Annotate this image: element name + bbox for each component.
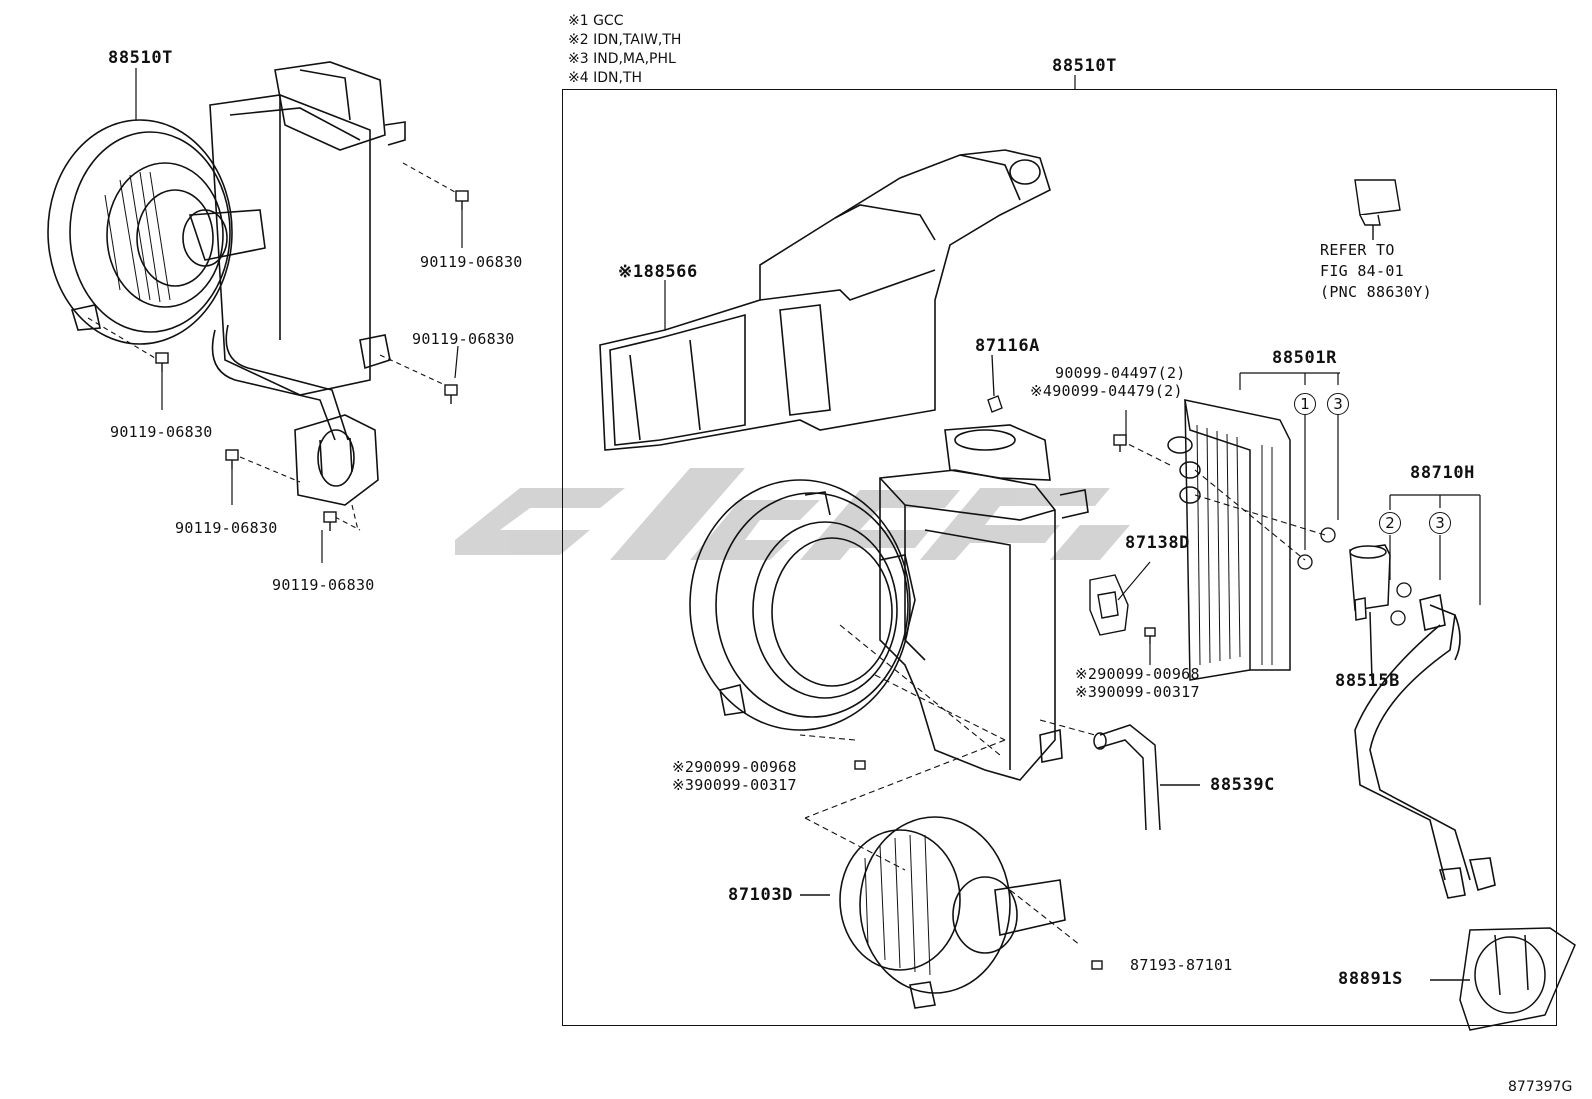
grommet-88891s bbox=[1430, 927, 1576, 1031]
label-heater-core[interactable]: 88501R bbox=[1272, 348, 1338, 368]
drain-hose bbox=[1093, 724, 1200, 831]
heater-case bbox=[879, 424, 1089, 781]
blower-scroll bbox=[689, 479, 916, 731]
clip-87116a bbox=[987, 354, 1003, 413]
label-refer-2: FIG 84-01 bbox=[1320, 262, 1404, 280]
left-leader-lines bbox=[87, 162, 456, 531]
left-label-leaders bbox=[135, 68, 463, 563]
note-3: ※3 IND,MA,PHL bbox=[568, 51, 676, 67]
label-assy-box[interactable]: 88510T bbox=[1052, 56, 1118, 76]
left-bolts bbox=[155, 190, 469, 531]
label-resistor[interactable]: 87138D bbox=[1125, 533, 1191, 553]
label-screw-3a[interactable]: ※390099-00317 bbox=[1075, 683, 1200, 701]
label-clip[interactable]: 87116A bbox=[975, 336, 1041, 356]
label-valve[interactable]: 88515B bbox=[1335, 671, 1401, 691]
label-screw-alt[interactable]: ※490099-04479(2) bbox=[1030, 382, 1183, 400]
label-hose[interactable]: 88539C bbox=[1210, 775, 1276, 795]
label-bolt-d[interactable]: 90119-06830 bbox=[175, 519, 278, 537]
callout-circle-1: 1 bbox=[1294, 393, 1316, 415]
connector-ref bbox=[1354, 179, 1401, 240]
figure-code: 877397G bbox=[1508, 1079, 1573, 1095]
label-assy-left[interactable]: 88510T bbox=[108, 48, 174, 68]
o-rings bbox=[1297, 527, 1412, 626]
note-1: ※1 GCC bbox=[568, 13, 624, 29]
pipe-leaders bbox=[1389, 494, 1481, 605]
blower-motor bbox=[800, 816, 1066, 1009]
label-refer-3[interactable]: (PNC 88630Y) bbox=[1320, 283, 1432, 301]
label-motor-screw[interactable]: 87193-87101 bbox=[1130, 956, 1233, 974]
callout-circle-2: 2 bbox=[1379, 512, 1401, 534]
heater-core-leaders bbox=[1239, 372, 1340, 550]
label-screw-3b[interactable]: ※390099-00317 bbox=[672, 776, 797, 794]
label-blower-motor[interactable]: 87103D bbox=[728, 885, 794, 905]
left-blower-assembly bbox=[47, 61, 406, 506]
heater-core bbox=[1167, 399, 1291, 681]
core-dashed-lines bbox=[799, 439, 1326, 946]
box-screws bbox=[854, 434, 1127, 970]
label-refer-1: REFER TO bbox=[1320, 241, 1395, 259]
duct-88566 bbox=[599, 149, 1051, 451]
label-duct[interactable]: ※188566 bbox=[618, 262, 698, 282]
label-bolt-c[interactable]: 90119-06830 bbox=[110, 423, 213, 441]
resistor-87138d bbox=[1089, 574, 1156, 644]
note-4: ※4 IDN,TH bbox=[568, 70, 642, 86]
label-bolt-e[interactable]: 90119-06830 bbox=[272, 576, 375, 594]
note-2: ※2 IDN,TAIW,TH bbox=[568, 32, 682, 48]
label-screw-2b[interactable]: ※290099-00968 bbox=[672, 758, 797, 776]
assembly-frame bbox=[562, 89, 1557, 1026]
cooler-pipe bbox=[1354, 594, 1496, 899]
callout-circle-3b: 3 bbox=[1429, 512, 1451, 534]
label-screw-std[interactable]: 90099-04497(2) bbox=[1055, 364, 1186, 382]
callout-circle-3a: 3 bbox=[1327, 393, 1349, 415]
label-bolt-a[interactable]: 90119-06830 bbox=[420, 253, 523, 271]
label-grommet[interactable]: 88891S bbox=[1338, 969, 1404, 989]
label-pipe[interactable]: 88710H bbox=[1410, 463, 1476, 483]
expansion-valve bbox=[1349, 544, 1391, 681]
label-screw-2a[interactable]: ※290099-00968 bbox=[1075, 665, 1200, 683]
label-bolt-b[interactable]: 90119-06830 bbox=[412, 330, 515, 348]
